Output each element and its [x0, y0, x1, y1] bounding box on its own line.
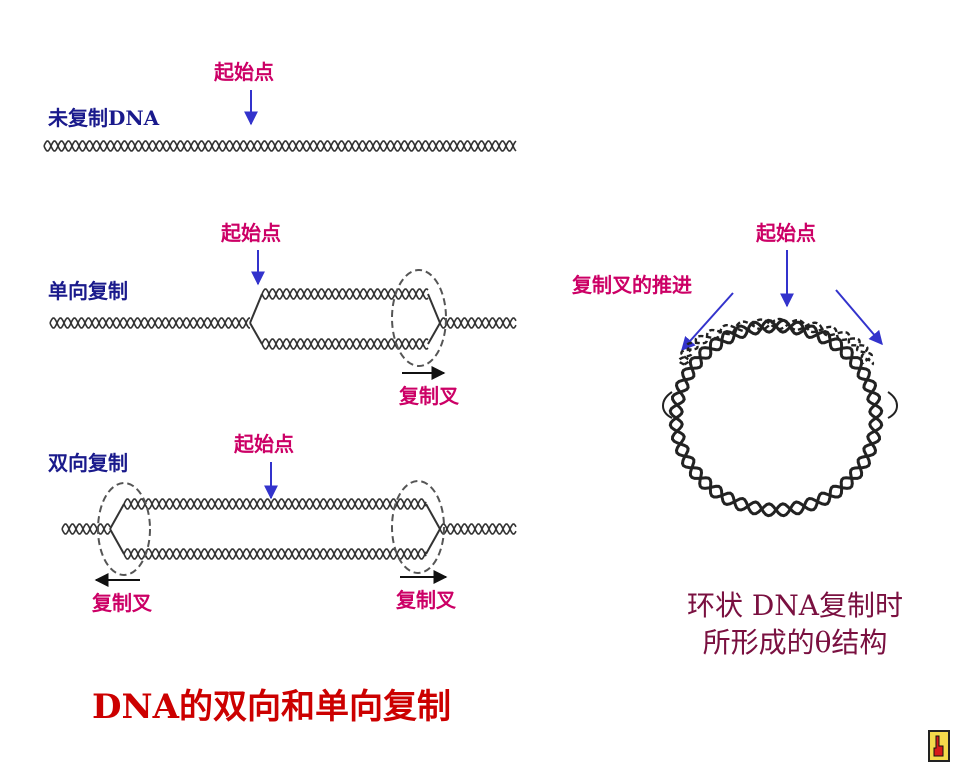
circular-caption-line1: 环状 DNA复制时: [687, 589, 903, 622]
fork-top-unidirectional: [427, 293, 441, 324]
parent-helix-left-unidirectional: [49, 317, 250, 329]
fork-progress-label: 复制叉的推进: [571, 273, 692, 297]
fork-label-right-bidirectional: 复制叉: [395, 588, 457, 612]
fork-label-unidirectional: 复制叉: [398, 384, 460, 408]
fork-right-bottom-bidirectional: [425, 528, 441, 555]
parent-helix-left-bidirectional: [61, 523, 111, 535]
pointing-hand-icon: [933, 735, 944, 757]
helix-strand: [261, 338, 429, 350]
helix-strand: [123, 548, 427, 560]
origin-label-unidirectional: 起始点: [220, 221, 281, 245]
theta-inner-loop-strand: [677, 317, 875, 366]
page-title: DNA的双向和单向复制: [92, 687, 451, 727]
helix-strand: [49, 317, 250, 329]
fork-circle-right-bidirectional: [391, 480, 445, 574]
daughter-helix-bottom-unidirectional: [261, 338, 429, 350]
branch-top-left-unidirectional: [249, 293, 263, 324]
fork-left-bottom-bidirectional: [109, 528, 125, 555]
unreplicated-dna-group: 起始点 未复制DNA: [43, 60, 517, 152]
daughter-helix-top-unidirectional: [261, 288, 429, 300]
helix-strand: [61, 523, 111, 535]
dna-helix-unreplicated: [43, 140, 517, 152]
helix-strand: [439, 317, 517, 329]
fork-left-top-bidirectional: [109, 503, 125, 530]
fork-circle-unidirectional: [391, 269, 447, 367]
helix-strand: [43, 140, 517, 152]
fork-progress-arrow-left: [681, 292, 734, 352]
parent-helix-right-bidirectional: [439, 523, 517, 535]
theta-outer-ring-strand: [668, 318, 884, 518]
origin-label-unreplicated: 起始点: [213, 60, 274, 84]
helix-strand: [43, 140, 517, 152]
next-slide-button[interactable]: [928, 730, 950, 762]
fork-progress-arrow-right: [835, 289, 883, 346]
helix-strand: [123, 498, 427, 510]
fork-bottom-unidirectional: [427, 322, 441, 345]
bidirectional-label: 双向复制: [48, 451, 128, 475]
fork-label-left-bidirectional: 复制叉: [91, 591, 153, 615]
unidirectional-group: 起始点 单向复制 复制叉: [48, 221, 517, 408]
bidirectional-group: 起始点 双向复制 复制叉 复制叉: [48, 432, 517, 615]
helix-strand: [439, 523, 517, 535]
circular-caption-line2: 所形成的θ结构: [703, 626, 888, 659]
fork-circle-left-bidirectional: [97, 482, 151, 576]
fork-right-top-bidirectional: [425, 503, 441, 530]
helix-strand: [261, 288, 429, 300]
helix-strand: [49, 317, 250, 329]
unreplicated-dna-label: 未复制DNA: [48, 106, 160, 130]
circular-dna-group: 起始点 复制叉的推进 环状 DNA复制时 所形成的θ结构: [571, 221, 903, 659]
branch-bottom-left-unidirectional: [249, 322, 263, 345]
swivel-left: [662, 391, 673, 419]
helix-strand: [61, 523, 111, 535]
daughter-helix-bottom-bidirectional: [123, 548, 427, 560]
origin-label-circular: 起始点: [755, 221, 816, 245]
unidirectional-label: 单向复制: [48, 279, 128, 303]
swivel-right: [887, 391, 898, 419]
origin-label-bidirectional: 起始点: [233, 432, 294, 456]
parent-helix-right-unidirectional: [439, 317, 517, 329]
daughter-helix-top-bidirectional: [123, 498, 427, 510]
theta-structure: [668, 317, 884, 518]
